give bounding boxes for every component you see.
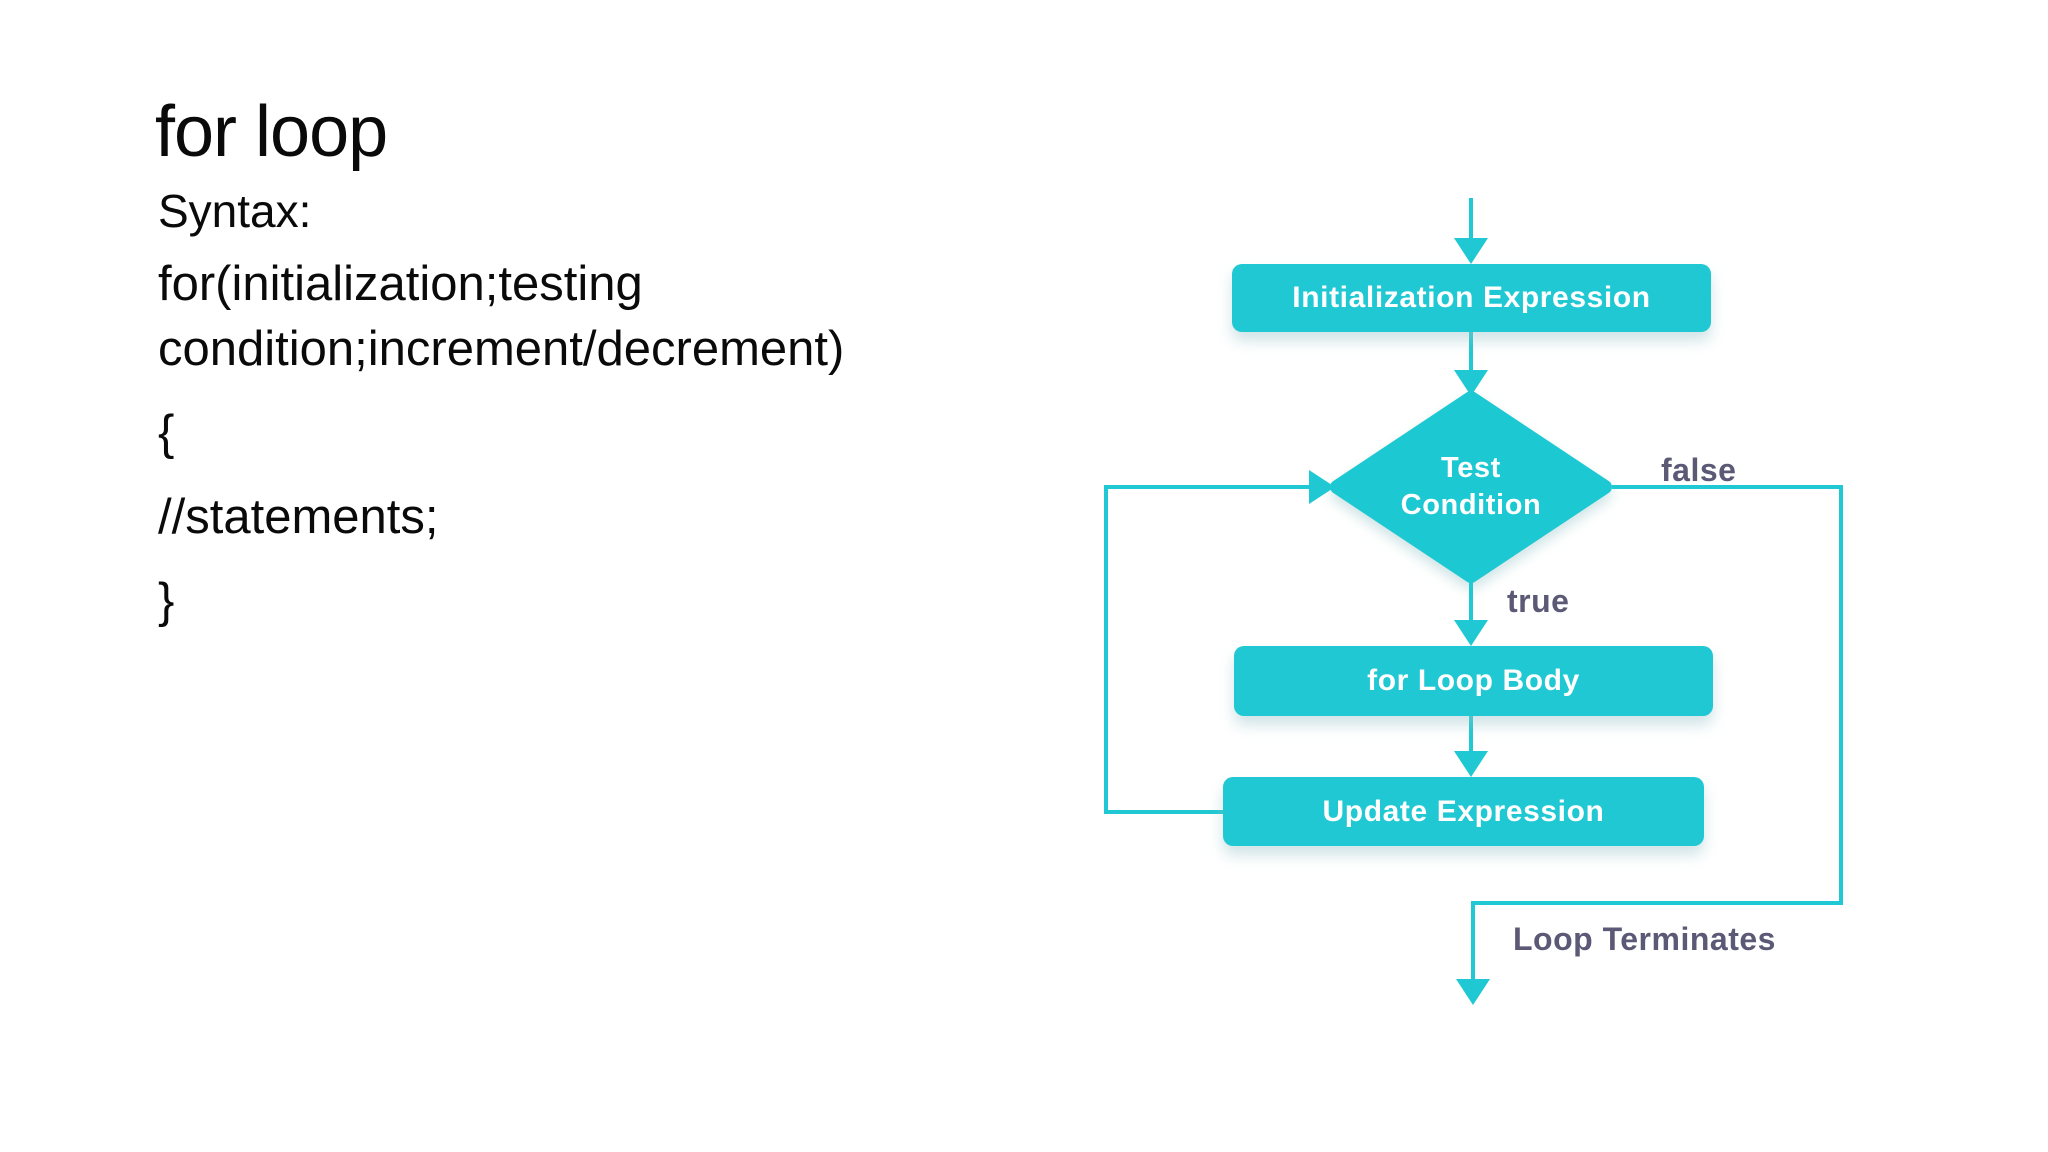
arrowhead-body-to-update	[1454, 751, 1488, 777]
flow-node-initialization-expression: Initialization Expression	[1232, 264, 1711, 332]
code-line-2: condition;increment/decrement)	[158, 322, 845, 376]
flow-node-test-condition-label: Test Condition	[1337, 398, 1605, 576]
test-condition-line2: Condition	[1400, 489, 1542, 521]
code-line-1: for(initialization;testing	[158, 257, 643, 311]
edge-label-true: true	[1507, 583, 1570, 619]
arrowhead-loop-back	[1309, 470, 1335, 504]
flow-node-update-expression: Update Expression	[1223, 777, 1704, 846]
test-condition-line1: Test	[1441, 452, 1501, 484]
code-block: for(initialization;testing condition;inc…	[158, 252, 1018, 653]
code-close-brace: }	[158, 574, 175, 628]
code-open-brace: {	[158, 406, 175, 460]
arrowhead-exit	[1456, 979, 1490, 1005]
arrowhead-true	[1454, 620, 1488, 646]
edge-label-false: false	[1661, 452, 1737, 488]
code-statements: //statements;	[158, 490, 439, 544]
arrowhead-init-to-test	[1454, 370, 1488, 396]
page-title: for loop	[155, 92, 388, 173]
edge-label-loop-terminates: Loop Terminates	[1513, 921, 1776, 957]
syntax-label: Syntax:	[158, 185, 312, 237]
code-for-statement: for(initialization;testing condition;inc…	[158, 252, 1018, 382]
flow-node-for-loop-body: for Loop Body	[1234, 646, 1713, 716]
arrowhead-entry	[1454, 238, 1488, 264]
